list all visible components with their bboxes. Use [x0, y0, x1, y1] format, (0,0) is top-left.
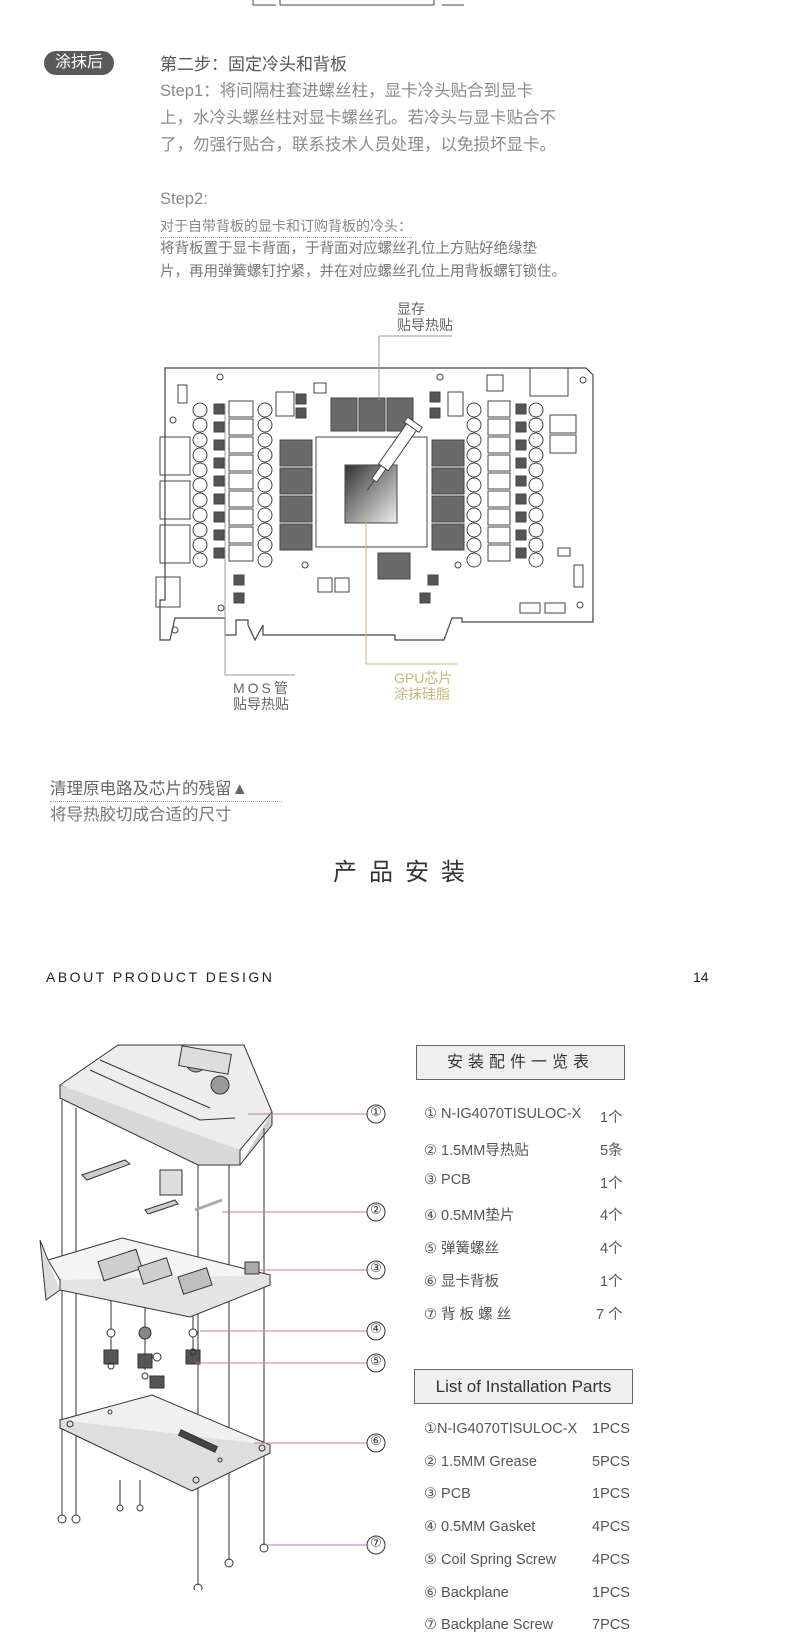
section-title: 产品安装: [333, 859, 477, 886]
step1-line: Step1：将间隔柱套进螺丝柱，显卡冷头贴合到显卡: [160, 82, 534, 100]
callout-number-5: ⑤: [370, 1353, 382, 1368]
step2-text: 将背板置于显卡背面，于背面对应螺丝孔位上方贴好绝缘垫 片，再用弹簧螺钉拧紧，并在…: [160, 238, 600, 284]
pcb-components: [155, 367, 587, 634]
exploded-view-diagram: [39, 1044, 386, 1590]
top-remnant-lines: [252, 0, 464, 6]
gpu-leader: [365, 515, 457, 665]
mos-label: MOS管 贴导热贴: [233, 680, 291, 712]
step2-title: 第二步：固定冷头和背板: [160, 55, 347, 74]
mos-leader: [224, 404, 295, 676]
callout-number-4: ④: [370, 1321, 382, 1336]
about-header: ABOUT PRODUCT DESIGN: [46, 969, 275, 985]
gpu-label-line1: GPU芯片: [394, 670, 453, 686]
callout-number-6: ⑥: [370, 1433, 382, 1448]
gpu-label: GPU芯片 涂抹硅脂: [394, 670, 452, 702]
pcb-outline: [159, 367, 594, 642]
memory-label-line1: 显存: [397, 301, 425, 317]
step2-subheading: 对于自带背板的显卡和订购背板的冷头：: [160, 216, 412, 238]
parts-list-en-title: List of Installation Parts: [414, 1369, 633, 1404]
step2-line: 片，再用弹簧螺钉拧紧，并在对应螺丝孔位上用背板螺钉锁住。: [160, 264, 566, 280]
memory-label: 显存 贴导热贴: [397, 301, 453, 333]
step2-heading: Step2:: [160, 190, 208, 208]
callout-number-2: ②: [370, 1202, 382, 1217]
step1-text: Step1：将间隔柱套进螺丝柱，显卡冷头贴合到显卡 上，水冷头螺丝柱对显卡螺丝孔…: [160, 78, 600, 159]
callout-number-7: ⑦: [370, 1535, 382, 1550]
callout-number-1: ①: [370, 1104, 382, 1119]
step1-line: 上，水冷头螺丝柱对显卡螺丝孔。若冷头与显卡贴合不: [160, 109, 556, 127]
gpu-label-line2: 涂抹硅脂: [394, 686, 450, 702]
memory-label-line2: 贴导热贴: [397, 317, 453, 333]
callout-number-3: ③: [370, 1260, 382, 1275]
parts-list-cn-title: 安装配件一览表: [416, 1045, 625, 1080]
step1-line: 了，勿强行贴合，联系技术人员处理，以免损坏显卡。: [160, 136, 556, 154]
pcb-diagram: [155, 335, 594, 676]
after-apply-badge: 涂抹后: [44, 51, 114, 75]
mos-label-line2: 贴导热贴: [233, 696, 289, 712]
cleanup-line2: 将导热胶切成合适的尺寸: [50, 806, 232, 824]
step2-line: 将背板置于显卡背面，于背面对应螺丝孔位上方贴好绝缘垫: [160, 241, 537, 257]
page-number: 14: [693, 969, 709, 985]
cleanup-line1: 清理原电路及芯片的残留▲: [50, 775, 282, 802]
mos-label-line1: MOS管: [233, 680, 291, 696]
